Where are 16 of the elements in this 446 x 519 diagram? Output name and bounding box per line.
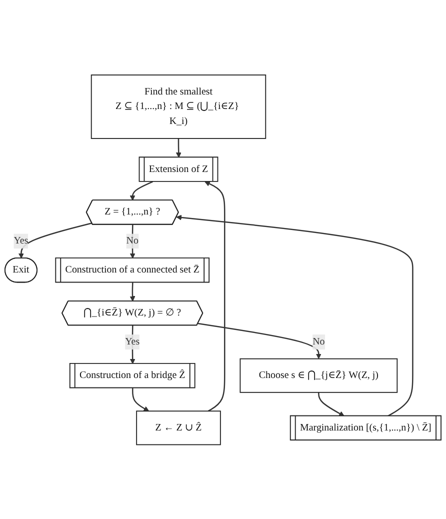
arrow (204, 180, 226, 412)
arrow (318, 392, 344, 416)
edge-label: Yes (125, 336, 140, 347)
arrow (130, 180, 153, 200)
arrow (198, 322, 322, 359)
edge-label: Yes (14, 235, 28, 246)
arrow (18, 222, 92, 258)
arrow (176, 214, 414, 416)
node-box: Find the smallest Z ⊆ {1,...,n} : M ⊆ (⋃_{i∈Z} K_i) (90, 74, 266, 139)
arrow (176, 138, 182, 158)
node-box: Choose s ∈ ⋂_{j∈Z̄} W(Z, j) (240, 358, 398, 393)
arrow (132, 388, 150, 411)
node-box: Z ← Z ∪ Ẑ (136, 410, 221, 445)
arrow (130, 282, 136, 302)
edge-label: No (312, 336, 325, 347)
edge-label: No (126, 235, 138, 246)
